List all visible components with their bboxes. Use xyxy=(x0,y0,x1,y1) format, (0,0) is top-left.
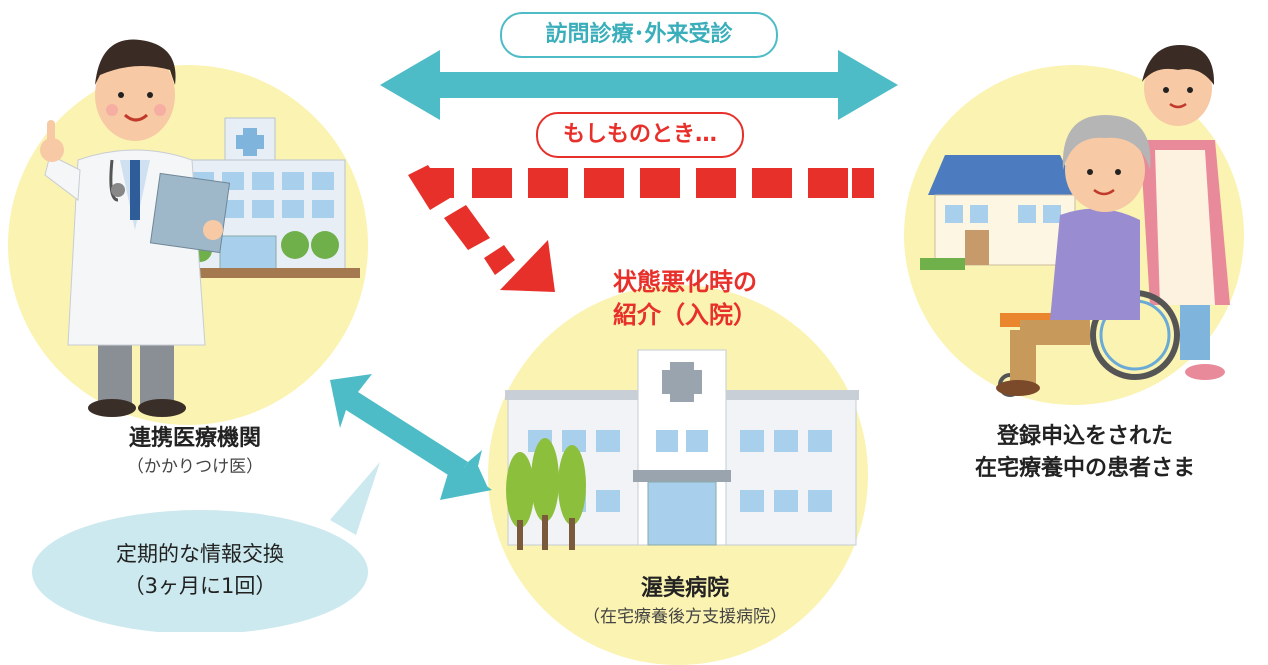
doctor-label: 連携医療機関 xyxy=(128,426,261,451)
patient-label-line2: 在宅療養中の患者さま xyxy=(974,456,1195,481)
patient-label-line1: 登録申込をされた xyxy=(996,424,1173,449)
emergency-pill: もしものとき… xyxy=(536,112,744,158)
referral-label-line1: 状態悪化時の xyxy=(613,268,757,296)
clinic-building-illustration xyxy=(170,117,360,278)
visit-pill: 訪問診療･外来受診 xyxy=(500,12,778,58)
doctor-sub-label: （かかりつけ医） xyxy=(126,457,264,477)
referral-label-line2: 紹介（入院） xyxy=(613,301,757,329)
bubble-text-line1: 定期的な情報交換 xyxy=(116,542,284,566)
hospital-sub-label: （在宅療養後方支援病院） xyxy=(583,607,787,627)
info-exchange-double-arrow xyxy=(330,374,492,500)
bubble-text-line2: （3ヶ月に1回） xyxy=(123,574,277,598)
emergency-dashed-arrow xyxy=(408,165,874,292)
arrows-layer xyxy=(330,50,898,500)
visit-double-arrow xyxy=(380,50,898,120)
hospital-illustration xyxy=(505,349,859,550)
patient-illustration xyxy=(920,45,1230,397)
info-exchange-bubble xyxy=(32,462,380,632)
hospital-label: 渥美病院 xyxy=(640,576,729,601)
doctor-illustration xyxy=(40,39,231,417)
